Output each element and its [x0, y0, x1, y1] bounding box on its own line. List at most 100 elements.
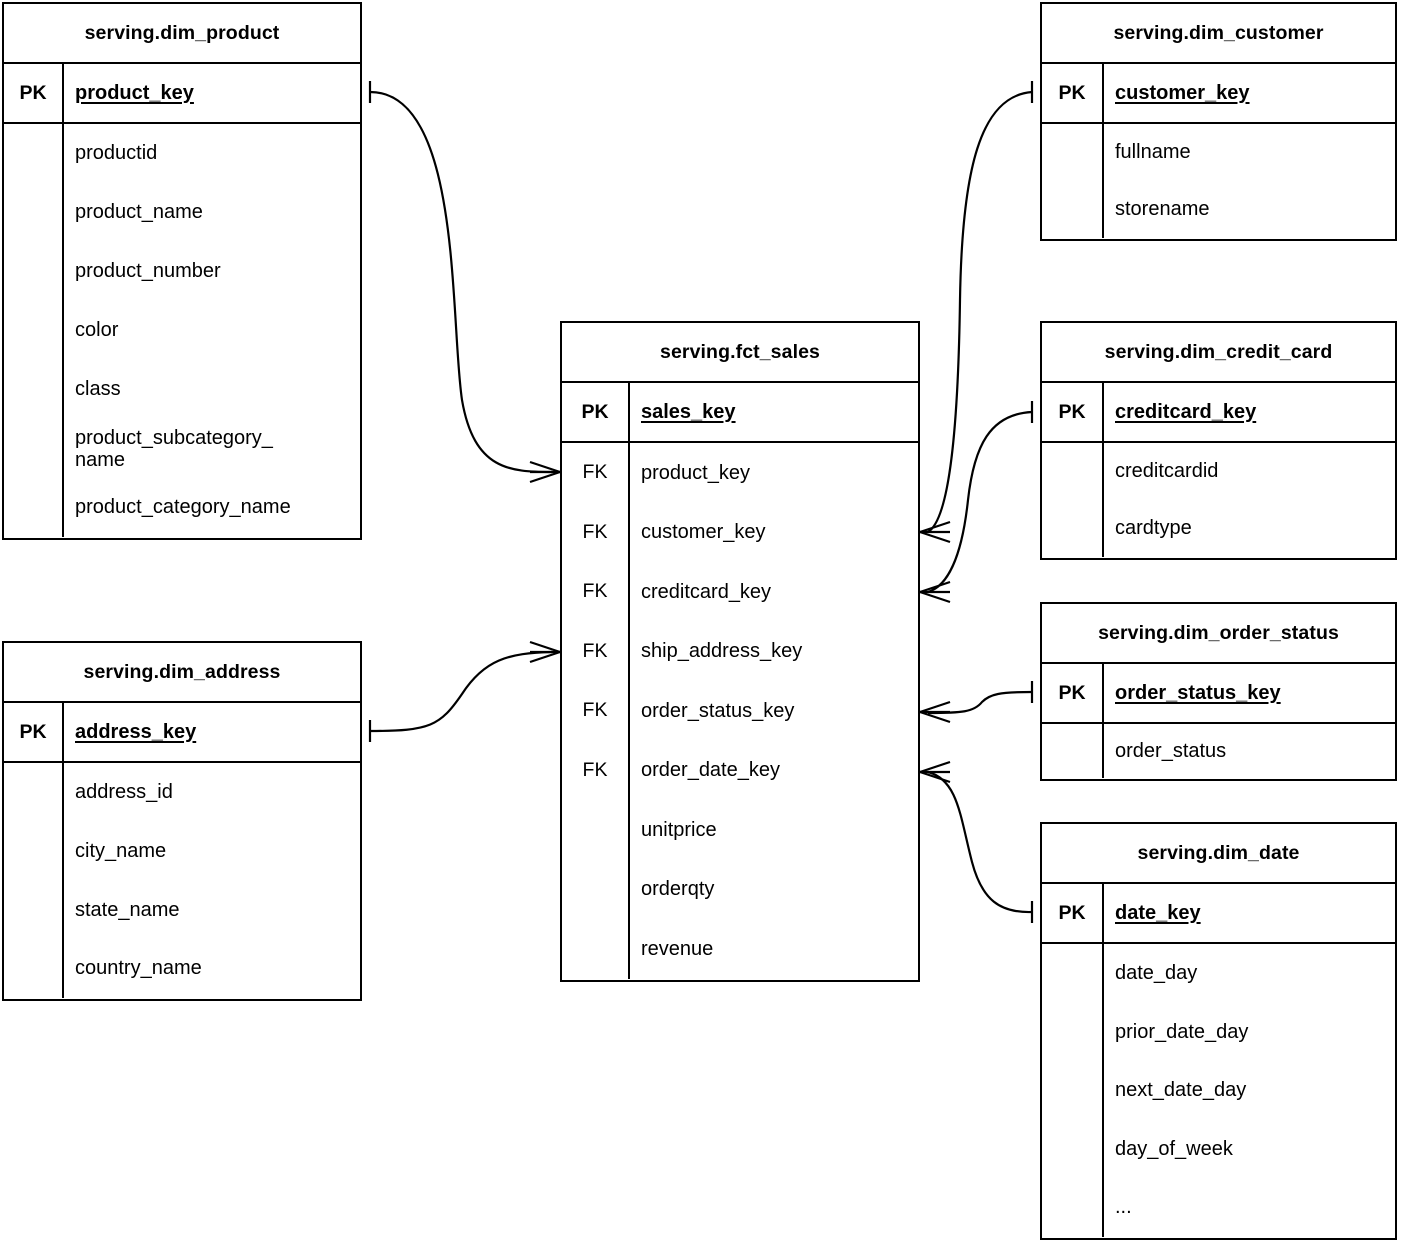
key-badge-pk: PK [1042, 884, 1104, 942]
key-badge-empty [4, 124, 64, 183]
column-row[interactable]: FK creditcard_key [562, 562, 918, 622]
key-badge-empty [1042, 944, 1104, 1003]
column-row[interactable]: unitprice [562, 800, 918, 860]
column-row[interactable]: fullname [1042, 124, 1395, 181]
column-name: creditcard_key [641, 580, 772, 603]
key-badge-empty [1042, 181, 1104, 238]
key-badge-empty [4, 183, 64, 242]
cardinality-many-marker [919, 580, 951, 594]
entity-title: serving.dim_customer [1042, 4, 1395, 64]
column-row[interactable]: FK order_status_key [562, 681, 918, 741]
key-badge-empty [562, 919, 630, 979]
column-row[interactable]: class [4, 360, 360, 419]
key-badge-fk: FK [562, 681, 630, 741]
column-row[interactable]: order_status [1042, 724, 1395, 778]
column-row[interactable]: next_date_day [1042, 1061, 1395, 1120]
relationship-line [927, 690, 1033, 715]
column-name: order_status [1115, 739, 1227, 762]
column-name-primary-key: order_status_key [1115, 681, 1281, 704]
column-name-primary-key: sales_key [641, 400, 736, 423]
key-badge-empty [4, 419, 64, 478]
key-badge-fk: FK [562, 562, 630, 622]
column-name: product_name [75, 201, 203, 224]
column-row[interactable]: productid [4, 124, 360, 183]
column-row[interactable]: product_name [4, 183, 360, 242]
entity-title: serving.dim_product [4, 4, 360, 64]
entity-title: serving.fct_sales [562, 323, 918, 383]
column-name: prior_date_day [1115, 1020, 1249, 1043]
column-row[interactable]: ... [1042, 1178, 1395, 1237]
column-row[interactable]: revenue [562, 919, 918, 979]
column-name: revenue [641, 937, 714, 960]
column-name: city_name [75, 839, 167, 862]
relationship-line [927, 90, 1033, 533]
relationship-rel-customer-sales [919, 81, 1034, 544]
column-name-primary-key: creditcard_key [1115, 400, 1257, 423]
cardinality-many-marker [919, 770, 951, 784]
column-row[interactable]: product_number [4, 242, 360, 301]
key-badge-empty [1042, 1178, 1104, 1237]
column-row[interactable]: address_id [4, 763, 360, 822]
key-badge-empty [562, 800, 630, 860]
relationship-rel-product-sales [368, 81, 561, 484]
cardinality-many-marker [529, 470, 561, 484]
cardinality-many-marker [919, 760, 951, 774]
column-name: country_name [75, 957, 202, 980]
column-row[interactable]: state_name [4, 880, 360, 940]
cardinality-many-marker [919, 700, 951, 714]
column-row[interactable]: city_name [4, 821, 360, 881]
column-row[interactable]: prior_date_day [1042, 1002, 1395, 1062]
cardinality-many-marker [919, 520, 951, 534]
key-badge-empty [1042, 124, 1104, 181]
column-row[interactable]: storename [1042, 181, 1395, 238]
column-row[interactable]: product_subcategory_ name [4, 419, 360, 478]
key-badge-empty [4, 478, 64, 537]
column-name: creditcardid [1115, 460, 1219, 483]
column-name: product_number [75, 260, 221, 283]
column-name-primary-key: customer_key [1115, 81, 1250, 104]
key-badge-fk: FK [562, 621, 630, 682]
column-row[interactable]: date_day [1042, 944, 1395, 1003]
column-name: productid [75, 142, 158, 165]
column-name: storename [1115, 198, 1210, 221]
key-badge-pk: PK [4, 703, 64, 761]
column-row[interactable]: color [4, 301, 360, 360]
column-row[interactable]: country_name [4, 939, 360, 998]
column-row[interactable]: day_of_week [1042, 1119, 1395, 1179]
column-name: color [75, 319, 119, 342]
column-name: product_category_name [75, 496, 291, 519]
column-row[interactable]: product_category_name [4, 478, 360, 537]
key-badge-pk: PK [4, 64, 64, 122]
column-name: fullname [1115, 141, 1191, 164]
column-name: order_status_key [641, 699, 795, 722]
cardinality-many-marker [529, 650, 561, 664]
key-badge-empty [4, 301, 64, 360]
column-row[interactable]: orderqty [562, 859, 918, 920]
column-row[interactable]: cardtype [1042, 500, 1395, 557]
column-name: cardtype [1115, 517, 1192, 540]
column-name: product_key [641, 461, 750, 484]
cardinality-many-marker [919, 530, 951, 544]
key-badge-empty [4, 360, 64, 419]
entity-title: serving.dim_order_status [1042, 604, 1395, 664]
column-name: product_subcategory_ name [75, 427, 273, 472]
column-row[interactable]: creditcardid [1042, 443, 1395, 500]
